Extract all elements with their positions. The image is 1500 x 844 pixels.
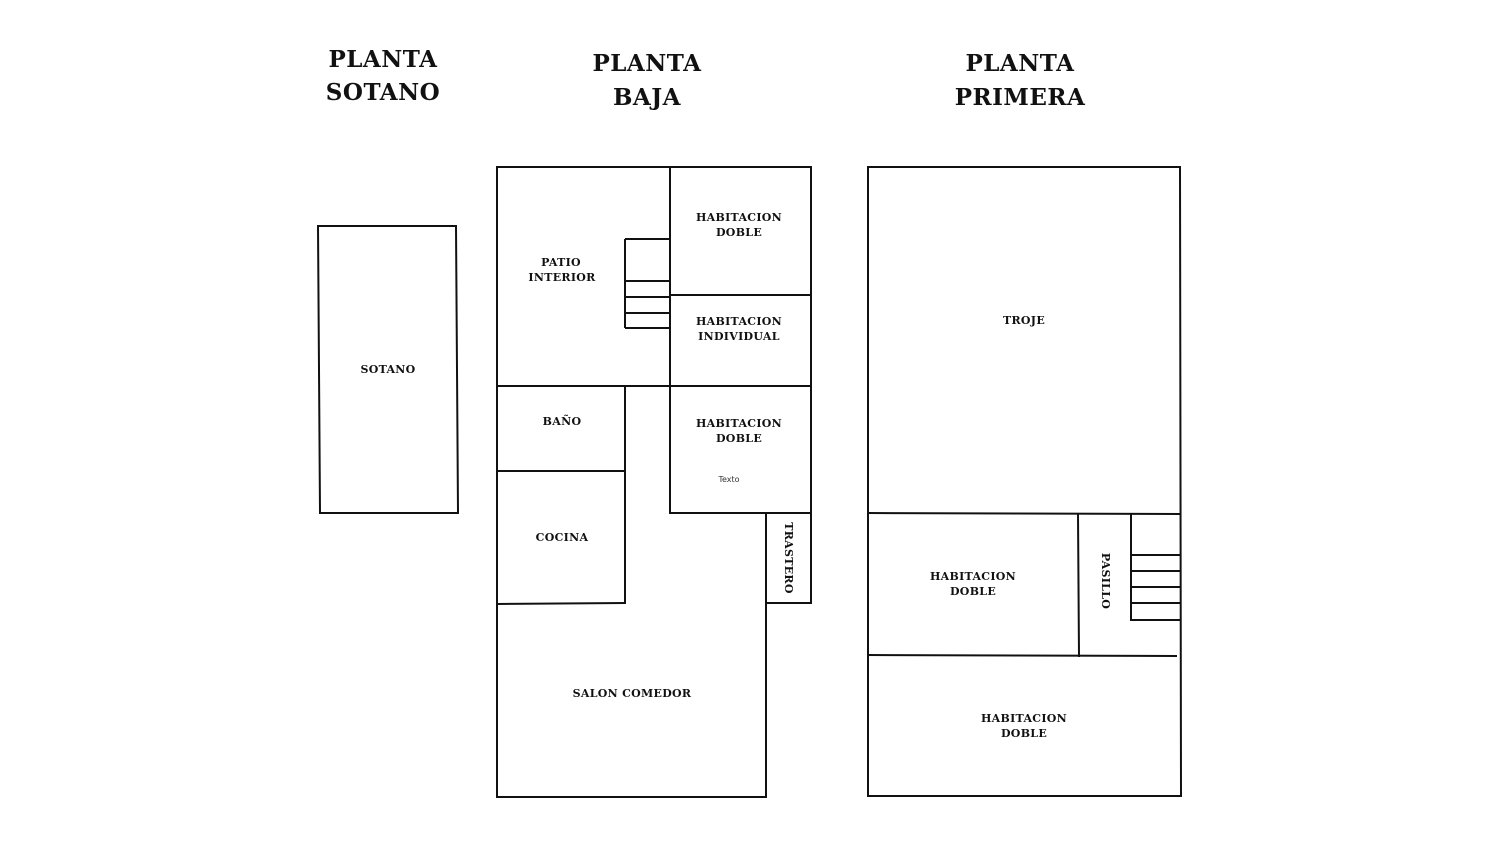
room-label-primera-hab-doble-2-l2: DOBLE [1001, 727, 1047, 740]
sotano-walls [316, 225, 460, 514]
title-planta-baja: PLANTA BAJA [592, 50, 702, 111]
room-label-patio-l1: PATIO [541, 256, 581, 269]
room-label-pasillo: PASILLO [1099, 553, 1112, 609]
primera-stairs [1131, 554, 1180, 621]
title-baja-line2: BAJA [613, 84, 682, 111]
primera-wall-pasillo-left [1076, 512, 1081, 658]
room-label-primera-hab-doble-2-l1: HABITACION [981, 712, 1067, 725]
room-label-troje: TROJE [1003, 314, 1045, 327]
title-planta-primera: PLANTA PRIMERA [955, 50, 1086, 111]
primera-wall-hab-doble-bottom [866, 653, 1178, 658]
title-baja-line1: PLANTA [592, 50, 702, 77]
title-primera-line2: PRIMERA [955, 84, 1086, 111]
floor-baja: PATIO INTERIOR HABITACION DOBLE HABITACI… [495, 166, 812, 798]
room-label-hab-doble-2-l1: HABITACION [696, 417, 782, 430]
room-label-hab-doble-1-l1: HABITACION [696, 211, 782, 224]
room-label-sotano: SOTANO [360, 363, 415, 376]
floor-sotano: SOTANO [316, 225, 460, 514]
room-label-texto: Texto [717, 475, 739, 484]
room-label-patio-l2: INTERIOR [528, 271, 596, 284]
room-label-trastero: TRASTERO [782, 522, 795, 594]
room-label-salon-comedor: SALON COMEDOR [573, 687, 692, 700]
room-label-hab-doble-2-l2: DOBLE [716, 432, 762, 445]
room-label-hab-individual-l2: INDIVIDUAL [698, 330, 780, 343]
primera-wall-troje-bottom [866, 511, 1182, 516]
room-label-hab-individual-l1: HABITACION [696, 315, 782, 328]
room-label-hab-doble-1-l2: DOBLE [716, 226, 762, 239]
title-sotano-line1: PLANTA [328, 46, 438, 73]
primera-wall-right [1178, 165, 1183, 798]
room-label-cocina: COCINA [536, 531, 589, 544]
floor-primera: TROJE HABITACION DOBLE PASILLO HABITACIO… [866, 165, 1183, 798]
room-label-bano: BAÑO [543, 414, 582, 428]
baja-wall-cocina-bottom [495, 601, 627, 606]
baja-stairs [624, 238, 670, 329]
title-primera-line1: PLANTA [965, 50, 1075, 77]
room-label-primera-hab-doble-1-l1: HABITACION [930, 570, 1016, 583]
room-label-primera-hab-doble-1-l2: DOBLE [950, 585, 996, 598]
title-sotano-line2: SOTANO [326, 79, 440, 106]
title-planta-sotano: PLANTA SOTANO [326, 46, 440, 106]
